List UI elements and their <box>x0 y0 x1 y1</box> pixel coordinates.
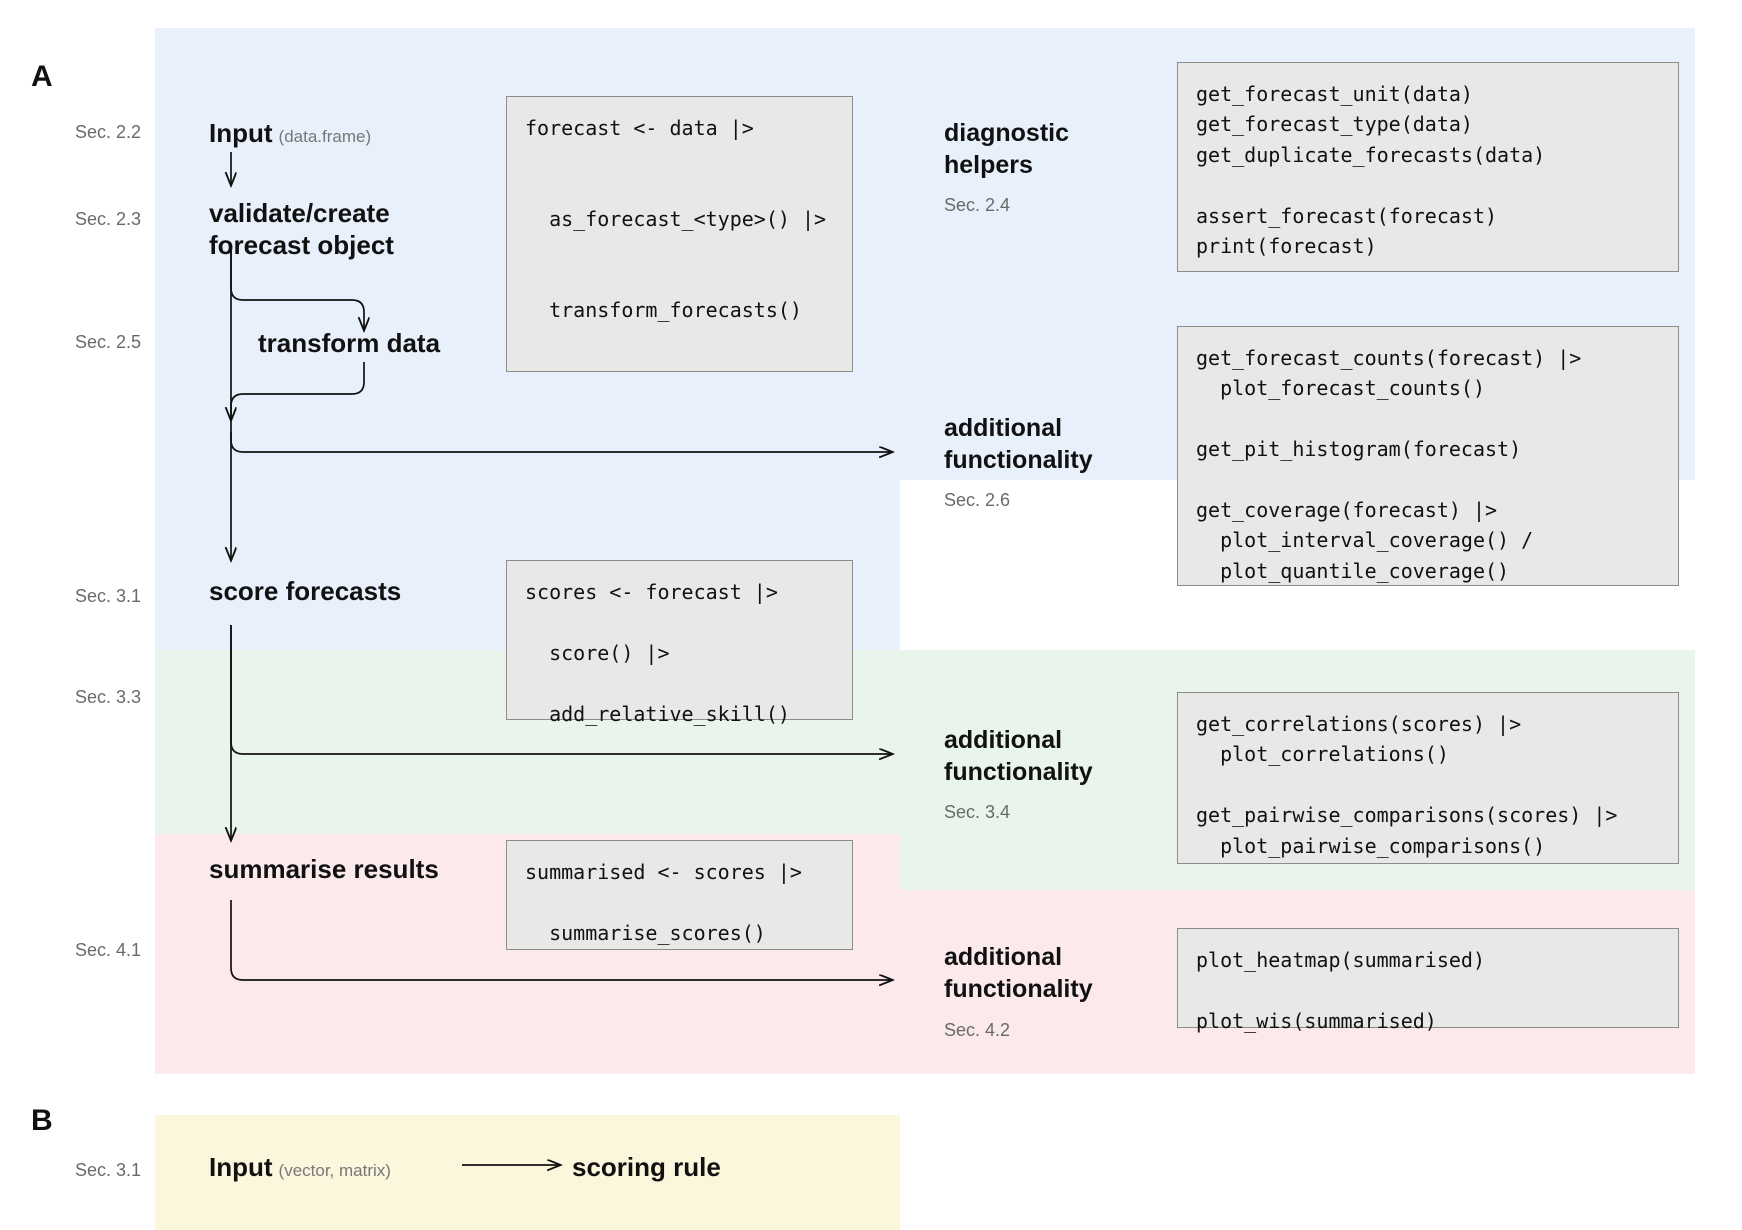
flow-node-input-label: Input <box>209 118 273 148</box>
category-ref-additional-2-6: Sec. 2.6 <box>944 490 1011 510</box>
category-title-diagnostic-helpers: diagnostic helpers <box>944 119 1070 179</box>
panel-b-node-input: Input (vector, matrix) <box>209 1152 391 1184</box>
code-box-summarise-pipeline: summarised <- scores |> summarise_scores… <box>506 840 853 950</box>
sec-ref-summarise: Sec. 3.3 <box>75 687 142 707</box>
panel-b-input-label: Input <box>209 1152 273 1182</box>
code-box-diagnostic-helpers: get_forecast_unit(data) get_forecast_typ… <box>1177 62 1679 272</box>
code-box-forecast-pipeline: forecast <- data |> as_forecast_<type>()… <box>506 96 853 372</box>
category-ref-diagnostic-helpers: Sec. 2.4 <box>944 195 1011 215</box>
code-box-additional-3-4: get_correlations(scores) |> plot_correla… <box>1177 692 1679 864</box>
sec-ref-additional-41: Sec. 4.1 <box>75 940 142 960</box>
panel-b-input-sublabel: (vector, matrix) <box>278 1161 391 1180</box>
sec-ref-panel-b: Sec. 3.1 <box>75 1160 142 1180</box>
sec-ref-score: Sec. 3.1 <box>75 586 142 606</box>
category-ref-additional-4-2: Sec. 4.2 <box>944 1020 1011 1040</box>
sec-ref-transform: Sec. 2.5 <box>75 332 142 352</box>
flow-node-input-sublabel: (data.frame) <box>278 127 372 146</box>
flow-node-validate-create: validate/create forecast object <box>209 198 394 260</box>
flow-node-summarise-results: summarise results <box>209 854 439 884</box>
sec-ref-validate: Sec. 2.3 <box>75 209 142 229</box>
code-box-additional-2-6: get_forecast_counts(forecast) |> plot_fo… <box>1177 326 1679 586</box>
flow-node-input: Input (data.frame) <box>209 118 371 150</box>
code-box-additional-4-2: plot_heatmap(summarised) plot_wis(summar… <box>1177 928 1679 1033</box>
panel-b-node-scoring-rule: scoring rule <box>572 1152 721 1182</box>
flow-node-transform-data: transform data <box>258 328 441 358</box>
category-title-additional-4-2: additional functionality <box>944 943 1093 1003</box>
panel-label-b: B <box>31 1104 53 1137</box>
category-title-additional-2-6: additional functionality <box>944 414 1093 474</box>
section-band-cream <box>155 1115 900 1230</box>
code-box-score-pipeline: scores <- forecast |> score() |> add_rel… <box>506 560 853 726</box>
category-ref-additional-3-4: Sec. 3.4 <box>944 802 1011 822</box>
panel-label-a: A <box>31 60 53 93</box>
flow-node-score-forecasts: score forecasts <box>209 576 402 606</box>
category-title-additional-3-4: additional functionality <box>944 726 1093 786</box>
sec-ref-input: Sec. 2.2 <box>75 122 142 142</box>
